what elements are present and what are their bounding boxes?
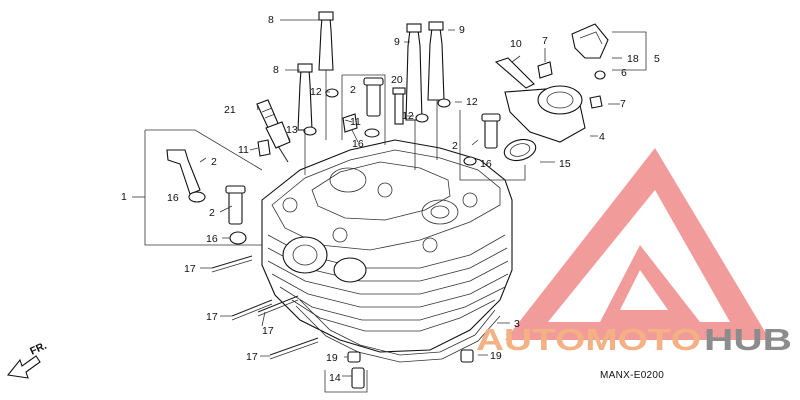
long-studs [211,255,319,360]
callout-18: 18 [627,53,639,65]
callout-19: 19 [490,350,502,362]
spark-plug [256,99,291,163]
callout-11: 11 [350,116,361,128]
head-bolts [297,11,451,175]
callout-numbers: 1 2 2 2 2 3 4 5 6 7 7 8 8 9 9 10 11 11 1… [121,14,660,384]
watermark-word-2: HUB [704,322,792,357]
callout-8: 8 [273,64,279,76]
cylinder-head [261,139,513,363]
watermark-logo [505,148,770,340]
watermark-word-1: AUTOMOTO [476,322,701,357]
callout-15: 15 [559,158,571,170]
callout-1: 1 [121,191,127,203]
callout-16: 16 [167,192,179,204]
callout-2: 2 [209,207,215,219]
dowel-pins [347,349,474,389]
callout-13: 13 [286,124,298,136]
callout-16: 16 [352,138,364,150]
callout-16: 16 [206,233,218,245]
callout-4: 4 [599,131,605,143]
callout-17: 17 [262,325,274,337]
callout-17: 17 [184,263,196,275]
callout-2: 2 [211,156,217,168]
callout-3: 3 [514,318,520,330]
callout-12: 12 [466,96,478,108]
direction-label: FR. [28,340,48,358]
callout-5: 5 [654,53,660,65]
callout-17: 17 [246,351,258,363]
callout-12: 12 [310,86,322,98]
rocker-shafts [166,77,501,245]
callout-9: 9 [459,24,465,36]
callout-11: 11 [238,144,249,156]
callout-9: 9 [394,36,400,48]
callout-16: 16 [480,158,492,170]
callout-2: 2 [452,140,458,152]
callout-21: 21 [224,104,236,116]
watermark-triangle [505,148,770,340]
callout-2: 2 [350,84,356,96]
callout-8: 8 [268,14,274,26]
callout-19: 19 [326,352,338,364]
callout-14: 14 [329,372,341,384]
callout-10: 10 [510,38,522,50]
watermark-wordmark: AUTOMOTO HUB [476,322,792,357]
callout-7: 7 [542,35,548,47]
studs-and-nuts [257,87,406,157]
callout-7: 7 [620,98,626,110]
callout-17: 17 [206,311,218,323]
intake-insulator [494,23,622,162]
front-direction-arrow: FR. [6,340,49,379]
callout-12: 12 [402,110,414,122]
callout-6: 6 [621,67,627,79]
callout-20: 20 [391,74,403,86]
leader-lines [132,19,647,393]
diagram-part-code: MANX-E0200 [600,370,664,381]
